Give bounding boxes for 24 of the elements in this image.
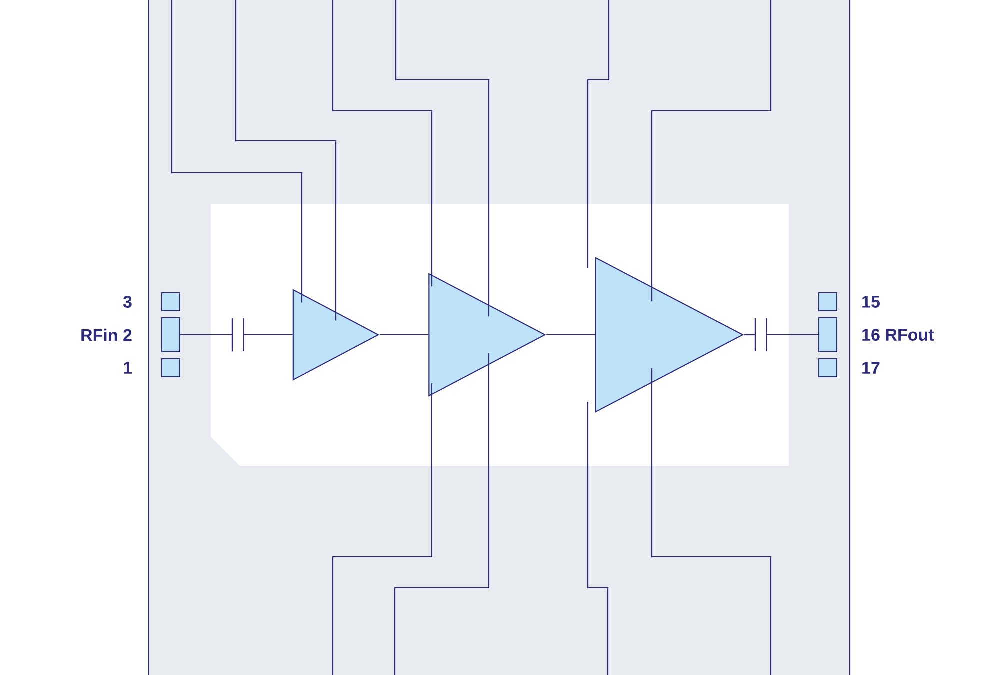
wire	[380, 334, 429, 336]
wire	[766, 334, 818, 336]
wire	[651, 0, 772, 302]
pin-label: 1	[124, 362, 132, 374]
pin-label: 17	[862, 362, 880, 374]
wire	[171, 0, 303, 303]
wire	[546, 334, 596, 336]
wire	[394, 353, 490, 675]
wire	[244, 334, 293, 336]
wire	[587, 402, 609, 675]
wire	[744, 334, 756, 336]
pin-label: 3	[123, 296, 132, 308]
wire	[180, 334, 232, 336]
wire	[332, 0, 433, 287]
pin-label: 16 RFout	[862, 328, 934, 342]
pin-label: RFin 2	[82, 328, 132, 342]
pin-label: 15	[862, 296, 880, 308]
wire	[332, 383, 433, 675]
capacitor-symbol	[754, 318, 768, 352]
wire	[235, 0, 337, 321]
wire	[395, 0, 490, 317]
wire	[651, 368, 772, 675]
wire	[587, 0, 610, 268]
capacitor-symbol	[232, 318, 244, 352]
